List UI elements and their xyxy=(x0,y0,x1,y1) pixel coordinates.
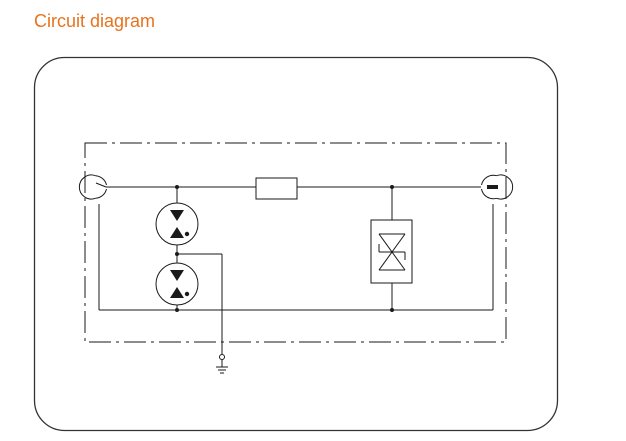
ground-icon xyxy=(216,354,228,374)
circuit-wires xyxy=(98,186,494,354)
input-connector-icon xyxy=(78,174,107,200)
housing-boundary xyxy=(84,142,507,343)
diagram-frame xyxy=(33,56,559,432)
gas-discharge-tube-lower-icon xyxy=(155,262,199,306)
page-title: Circuit diagram xyxy=(34,11,156,31)
output-connector-icon xyxy=(481,174,514,200)
gas-discharge-tube-upper-icon xyxy=(155,202,199,246)
junction-dots xyxy=(175,185,394,312)
resistor-icon xyxy=(255,177,298,200)
tvs-diode-icon xyxy=(370,219,413,284)
